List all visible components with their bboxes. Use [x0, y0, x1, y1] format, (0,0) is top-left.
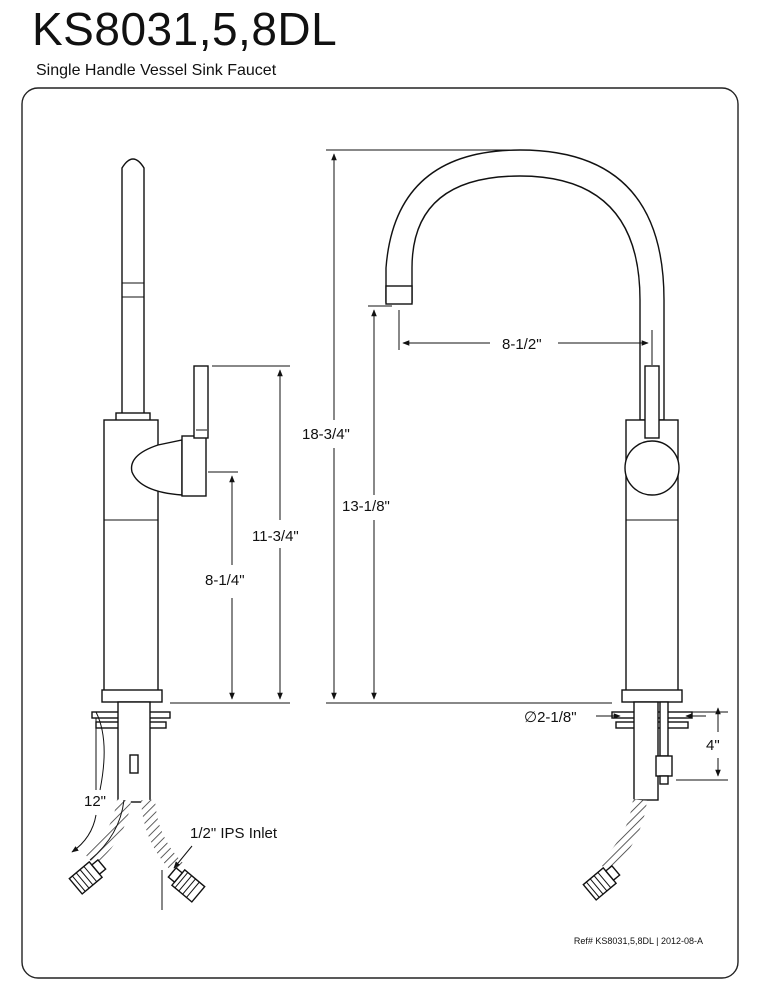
dim-total-height: 18-3/4" — [302, 426, 350, 443]
dim-hose-length: 12" — [84, 793, 106, 810]
front-dimension-lines — [326, 149, 728, 781]
dim-spout-height: 13-1/8" — [342, 498, 390, 515]
dim-base-diameter: ∅2-1/8" — [524, 709, 577, 726]
front-view-faucet — [385, 149, 693, 901]
dim-handle-height: 11-3/4" — [252, 528, 299, 545]
product-title: KS8031,5,8DL — [32, 3, 338, 55]
side-view-faucet — [68, 158, 209, 903]
dim-shank: 4" — [706, 737, 720, 754]
dim-body-height: 8-1/4" — [205, 572, 245, 589]
dim-reach: 8-1/2" — [502, 336, 542, 353]
product-subtitle: Single Handle Vessel Sink Faucet — [36, 62, 277, 79]
drawing-frame — [21, 87, 739, 979]
inlet-label: 1/2" IPS Inlet — [190, 825, 278, 842]
side-dimension-lines — [71, 365, 290, 910]
reference-number: Ref# KS8031,5,8DL | 2012-08-A — [573, 936, 703, 946]
